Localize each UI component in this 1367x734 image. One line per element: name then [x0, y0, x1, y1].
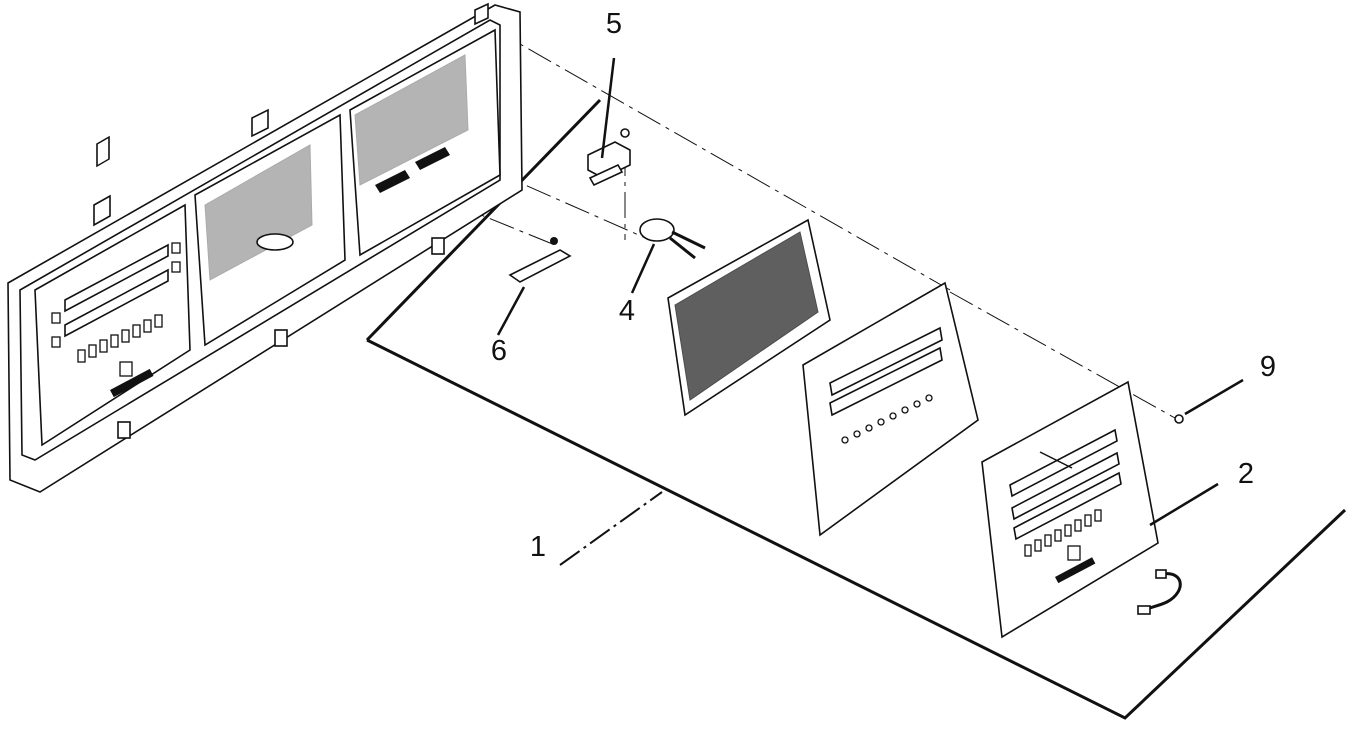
alignment-lines — [411, 27, 1176, 419]
callout-9: 9 — [1260, 351, 1276, 383]
callout-5: 5 — [606, 8, 622, 40]
callout-2: 2 — [1238, 458, 1254, 490]
buzzer-icon — [630, 218, 706, 294]
callout-4: 4 — [619, 295, 635, 327]
plate-icon — [802, 281, 979, 537]
circuit-board-icon — [667, 218, 831, 417]
screw-icon — [1174, 378, 1244, 424]
assembly-outline — [365, 98, 1347, 720]
leader-1 — [559, 491, 663, 566]
bracket-icon — [587, 57, 631, 187]
insulator-icon — [496, 237, 572, 336]
console-housing-icon — [7, 2, 523, 493]
harness-icon — [1137, 569, 1182, 615]
callout-6: 6 — [491, 335, 507, 367]
callout-1: 1 — [530, 531, 546, 563]
button-row — [77, 314, 163, 363]
overlay-icon — [981, 380, 1219, 639]
